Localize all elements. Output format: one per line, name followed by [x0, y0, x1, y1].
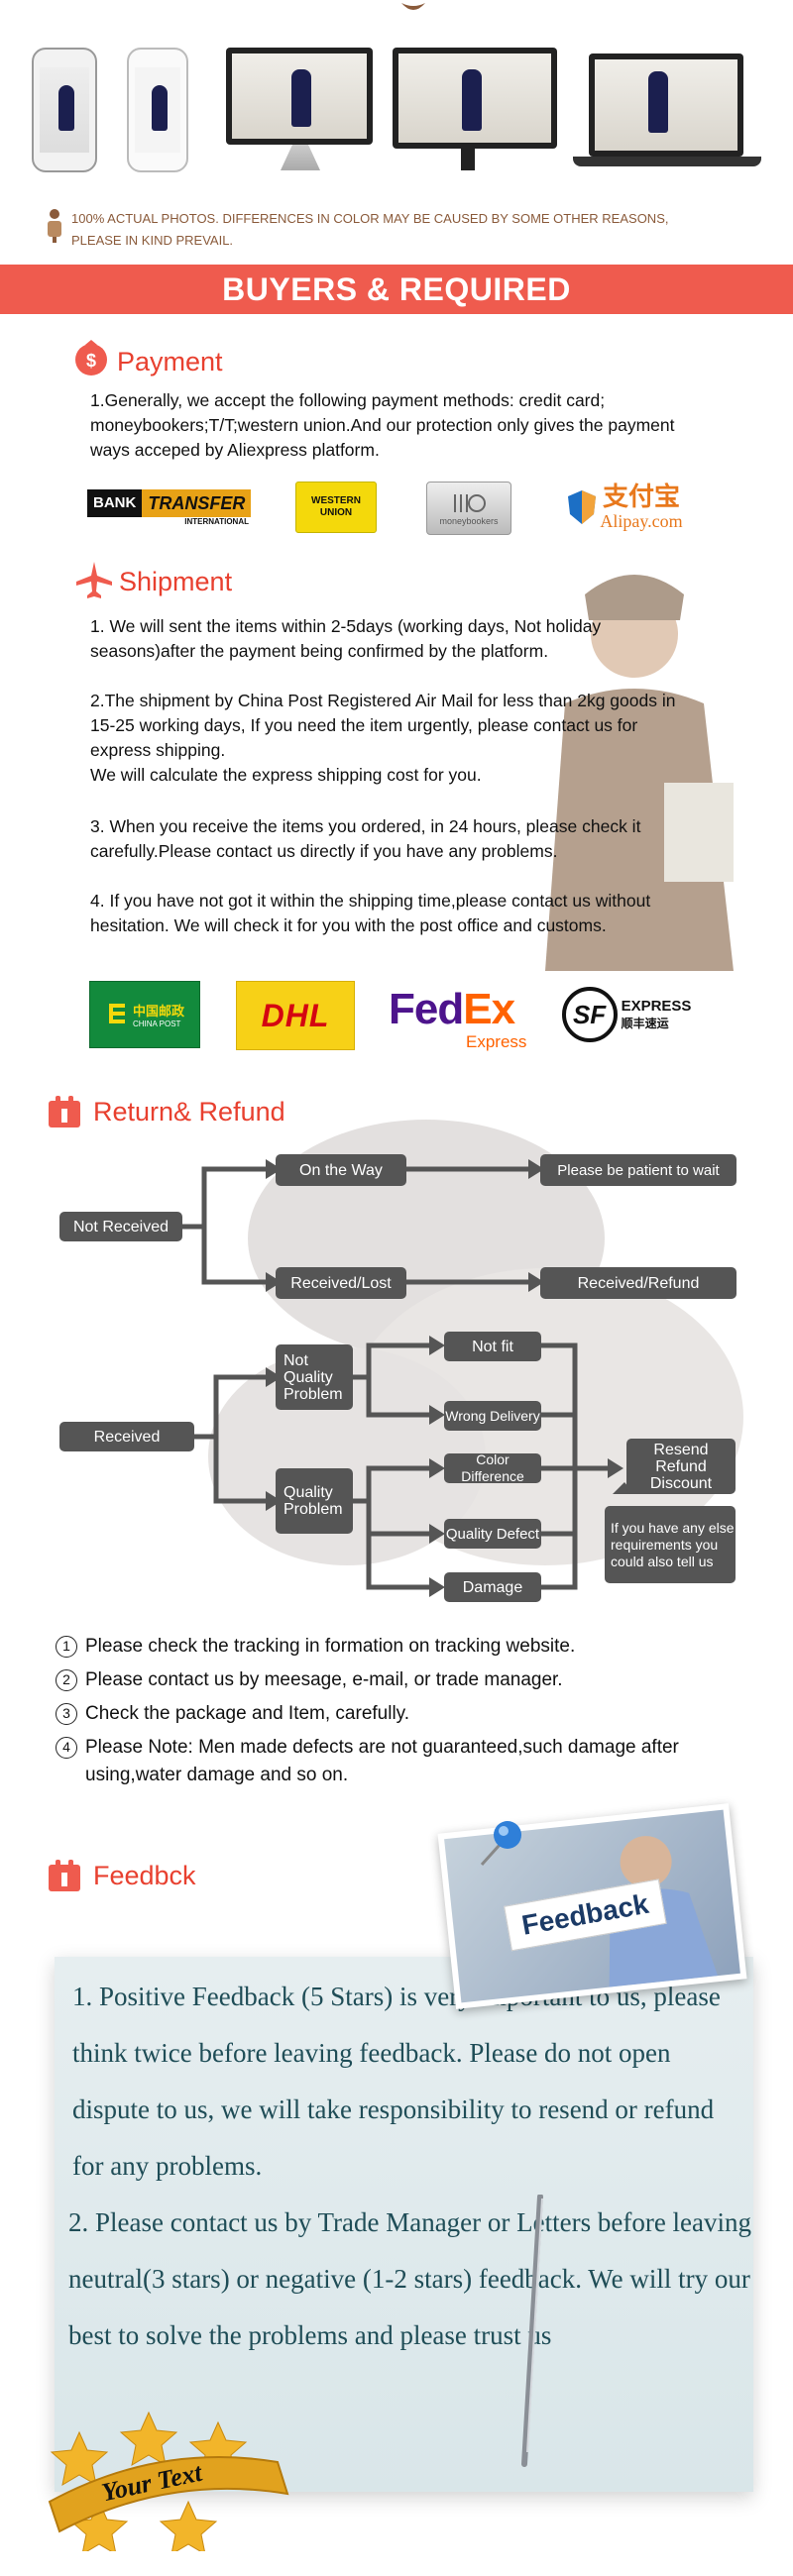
flow-wrong-delivery: Wrong Delivery	[444, 1401, 541, 1431]
flow-received: Received	[59, 1422, 194, 1451]
note-item: 1 Please check the tracking in formation …	[56, 1630, 749, 1664]
camera-figure-icon	[44, 206, 65, 244]
fedex-logo: FedEx Express	[389, 983, 547, 1056]
western-label: WESTERN	[311, 495, 361, 506]
western-union-logo: WESTERN UNION	[295, 482, 377, 533]
shipment-point-1: 1. We will sent the items within 2-5days…	[90, 616, 602, 661]
disclaimer-line-1: 100% ACTUAL PHOTOS. DIFFERENCES IN COLOR…	[71, 211, 669, 226]
flow-quality-problem: Quality Problem	[276, 1468, 353, 1534]
flow-received-lost: Received/Lost	[276, 1267, 406, 1299]
refund-notes-list: 1 Please check the tracking in formation …	[56, 1630, 749, 1789]
shipment-title: Shipment	[119, 567, 233, 596]
airplane-icon	[74, 560, 114, 599]
alipay-logo: 支付宝 Alipay.com	[550, 478, 699, 537]
flow-be-patient: Please be patient to wait	[540, 1154, 736, 1186]
fedex-ex: Ex	[463, 985, 515, 1033]
note-number: 4	[56, 1737, 77, 1759]
phone-image-2	[127, 48, 188, 172]
payment-icon: $	[74, 339, 108, 376]
dhl-label: DHL	[261, 997, 330, 1033]
feedback-point-2: 2. Please contact us by Trade Manager or…	[68, 2207, 752, 2350]
flow-received-refund: Received/Refund	[540, 1267, 736, 1299]
bank-label: BANK	[87, 488, 143, 517]
flow-resend-refund-discount: Resend Refund Discount	[626, 1439, 736, 1494]
alipay-shield-icon	[568, 490, 597, 524]
china-post-icon	[108, 1004, 125, 1023]
sf-mark: SF	[561, 987, 618, 1042]
device-photo-row	[0, 0, 793, 188]
dhl-logo: DHL	[236, 981, 355, 1050]
flow-on-the-way: On the Way	[276, 1154, 406, 1186]
monitor-stand-2	[461, 149, 475, 170]
monitor-image-2	[393, 48, 557, 149]
phone-image-1	[32, 48, 97, 172]
monitor-image-1	[226, 48, 373, 145]
disclaimer-line-2: PLEASE IN KIND PREVAIL.	[71, 233, 234, 248]
feedback-point-1: 1. Positive Feedback (5 Stars) is very i…	[72, 1982, 721, 2181]
sf-express-logo: SF EXPRESS 顺丰速运	[557, 983, 696, 1046]
payment-title: Payment	[117, 347, 223, 376]
note-item: 3 Check the package and Item, carefully.	[56, 1697, 749, 1731]
feedback-title: Feedbck	[93, 1861, 196, 1890]
china-post-en: CHINA POST	[132, 1020, 181, 1028]
note-number: 1	[56, 1636, 77, 1658]
courier-photo	[506, 555, 753, 971]
china-post-cn: 中国邮政	[132, 1005, 184, 1020]
flow-not-received: Not Received	[59, 1212, 182, 1241]
shipment-point-4: 4. If you have not got it within the shi…	[90, 891, 651, 935]
laptop-image	[589, 54, 743, 157]
buyers-required-banner: BUYERS & REQUIRED	[0, 265, 793, 314]
flow-damage: Damage	[444, 1572, 541, 1602]
union-label: UNION	[319, 507, 353, 518]
flow-quality-defect: Quality Defect	[444, 1519, 541, 1549]
fedex-express: Express	[466, 1032, 527, 1051]
feedback-card: 1. Positive Feedback (5 Stars) is very i…	[55, 1957, 753, 2492]
feedback-icon	[48, 1859, 81, 1892]
your-text-badge: Your Text	[40, 2403, 297, 2551]
moneybookers-icon	[454, 494, 486, 512]
laptop-base	[573, 157, 761, 166]
note-item: 4 Please Note: Men made defects are not g…	[56, 1731, 749, 1789]
alipay-en-label: Alipay.com	[600, 510, 683, 531]
bank-transfer-logo: BANK TRANSFER INTERNATIONAL	[87, 485, 252, 529]
flow-color-difference: Color Difference	[444, 1451, 541, 1484]
note-text: Please check the tracking in formation o…	[85, 1636, 576, 1657]
photo-disclaimer: 100% ACTUAL PHOTOS. DIFFERENCES IN COLOR…	[71, 208, 755, 252]
refund-title: Return& Refund	[93, 1097, 285, 1127]
refund-flowchart-lines	[182, 1159, 634, 1597]
china-post-logo: 中国邮政 CHINA POST	[89, 981, 200, 1048]
note-text: Please contact us by meesage, e-mail, or…	[85, 1669, 563, 1690]
transfer-label: TRANSFER	[142, 488, 252, 517]
svg-text:$: $	[86, 351, 96, 371]
note-number: 2	[56, 1669, 77, 1691]
alipay-cn-label: 支付宝	[602, 482, 680, 512]
monitor-stand-1	[281, 145, 320, 170]
note-item: 2 Please contact us by meesage, e-mail, o…	[56, 1664, 749, 1697]
note-text: Please Note: Men made defects are not gu…	[85, 1737, 679, 1785]
fedex-fed: Fed	[389, 985, 464, 1033]
shipment-point-3: 3. When you receive the items you ordere…	[90, 816, 641, 861]
flow-else-requirements: If you have any else requirements you co…	[605, 1506, 736, 1583]
sf-express-en: EXPRESS	[621, 998, 692, 1015]
note-text: Check the package and Item, carefully.	[85, 1703, 410, 1724]
refund-icon	[48, 1095, 81, 1128]
shipment-point-2b: We will calculate the express shipping c…	[90, 765, 482, 785]
top-ornament	[401, 0, 425, 10]
international-label: INTERNATIONAL	[184, 516, 249, 526]
moneybookers-label: moneybookers	[439, 516, 499, 526]
flow-not-fit: Not fit	[444, 1332, 541, 1361]
payment-text: 1.Generally, we accept the following pay…	[90, 390, 675, 460]
push-pin-icon	[474, 1815, 529, 1871]
feedback-photo: Feedback	[437, 1803, 747, 2009]
pen-image	[518, 2194, 548, 2472]
shipment-point-2: 2.The shipment by China Post Registered …	[90, 691, 676, 760]
flow-not-quality-problem: Not Quality Problem	[276, 1344, 353, 1410]
moneybookers-logo: moneybookers	[426, 482, 511, 535]
sf-express-cn: 顺丰速运	[621, 1017, 669, 1030]
note-number: 3	[56, 1703, 77, 1725]
